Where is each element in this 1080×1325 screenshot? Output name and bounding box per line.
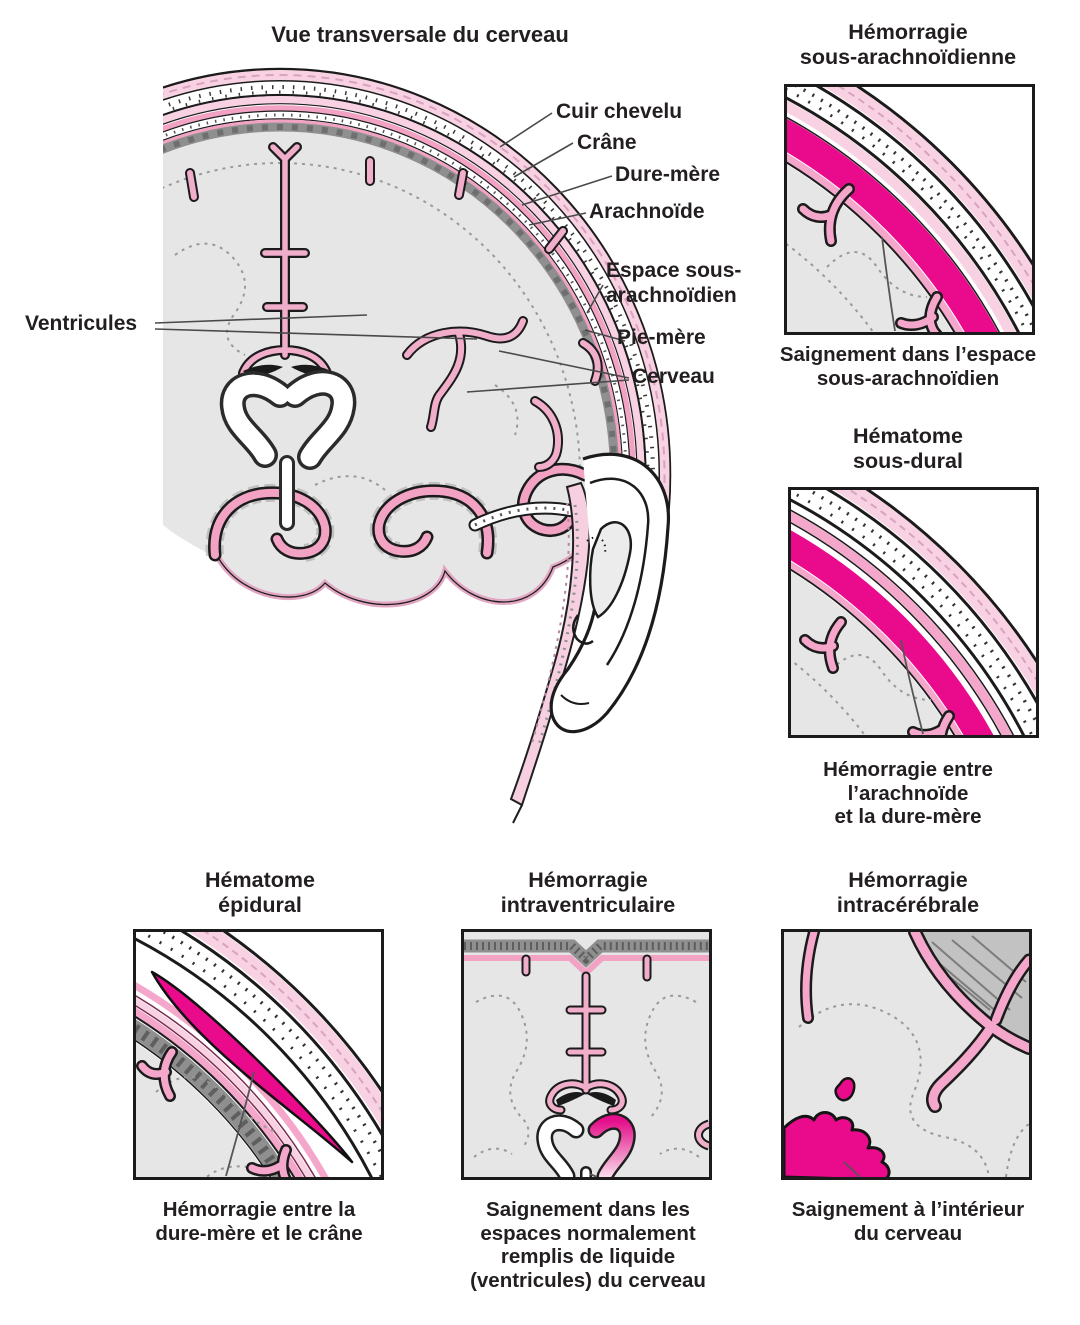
blood-droplet: [834, 1077, 856, 1102]
skull-band-end: [468, 501, 580, 532]
inset-caption-subarachnoid: Saignement dans l’espace sous-arachnoïdi…: [779, 343, 1037, 390]
inner-dashed-squiggles: [174, 242, 519, 491]
inset-title-subdural: Hématome sous-dural: [853, 424, 963, 473]
midline-fissure: [521, 954, 652, 1115]
label-skull: Crâne: [577, 131, 637, 154]
label-subarachnoid-line2: arachnoïdien: [606, 284, 737, 307]
epidural-blood-lens: [150, 970, 354, 1164]
inset-caption-intracerebral: Saignement à l’intérieur du cerveau: [791, 1198, 1025, 1245]
label-pia: Pie-mère: [617, 326, 706, 349]
label-dura: Dure-mère: [615, 163, 721, 186]
label-scalp: Cuir chevelu: [556, 100, 683, 123]
main-figure-title: Vue transversale du cerveau: [271, 22, 569, 47]
cortical-vessels: [799, 616, 955, 735]
ventricles-shape: [219, 369, 357, 531]
label-subarachnoid-line1: Espace sous-: [606, 259, 742, 282]
intracerebral-hemorrhage-drawing: [784, 932, 1029, 1177]
intracerebral-blood-blob: [784, 1111, 891, 1177]
dashed-boundaries: [473, 994, 700, 1158]
label-ventricles: Ventricules: [25, 312, 138, 335]
dashed-boundaries: [798, 1003, 1029, 1177]
cortical-vessels: [136, 1046, 292, 1177]
inset-caption-subdural: Hémorragie entre l’arachnoïde et la dure…: [823, 758, 993, 828]
caption-leader: [881, 236, 896, 332]
subdural-hematoma-drawing: [791, 490, 1036, 735]
inset-title-subarachnoid: Hémorragie sous-arachnoïdienne: [799, 20, 1017, 69]
inset-box-intraventricular: [461, 929, 712, 1180]
label-arachnoid: Arachnoïde: [589, 200, 705, 223]
inset-box-intracerebral: [781, 929, 1032, 1180]
ear: [549, 452, 671, 734]
caption-leader: [900, 639, 924, 735]
ventricles-with-blood: [536, 1112, 636, 1177]
inset-box-subarachnoid: [784, 84, 1035, 335]
blood-filled-ventricle: [590, 1115, 634, 1177]
label-brain: Cerveau: [632, 365, 715, 388]
cortical-sulci: [185, 156, 603, 472]
subarachnoid-hemorrhage-drawing: [787, 87, 1032, 332]
caption-leader: [589, 1173, 598, 1177]
scalp-strip: [509, 481, 591, 824]
main-brain-illustration: [154, 67, 672, 824]
caption-leader: [225, 1071, 255, 1177]
inset-title-intraventricular: Hémorragie intraventriculaire: [500, 868, 676, 917]
inset-caption-epidural: Hémorragie entre la dure-mère et le crân…: [155, 1198, 363, 1245]
intraventricular-hemorrhage-drawing: [464, 932, 709, 1177]
inset-caption-intraventricular: Saignement dans les espaces normalement …: [470, 1198, 706, 1292]
label-leader-lines: [154, 112, 630, 393]
inset-title-intracerebral: Hémorragie intracérébrale: [836, 868, 980, 917]
epidural-hematoma-drawing: [136, 932, 381, 1177]
temporal-lobe-sulci: [205, 462, 592, 562]
pink-sulci-bands: [800, 932, 1029, 1113]
interhemispheric-fissure: [238, 142, 332, 378]
inset-title-epidural: Hématome épidural: [205, 868, 315, 917]
cortical-vessels: [797, 183, 943, 332]
right-edge-sulcus: [694, 1119, 709, 1151]
inset-box-subdural: [788, 487, 1039, 738]
caption-leader: [843, 1161, 861, 1177]
inset-box-epidural: [133, 929, 384, 1180]
